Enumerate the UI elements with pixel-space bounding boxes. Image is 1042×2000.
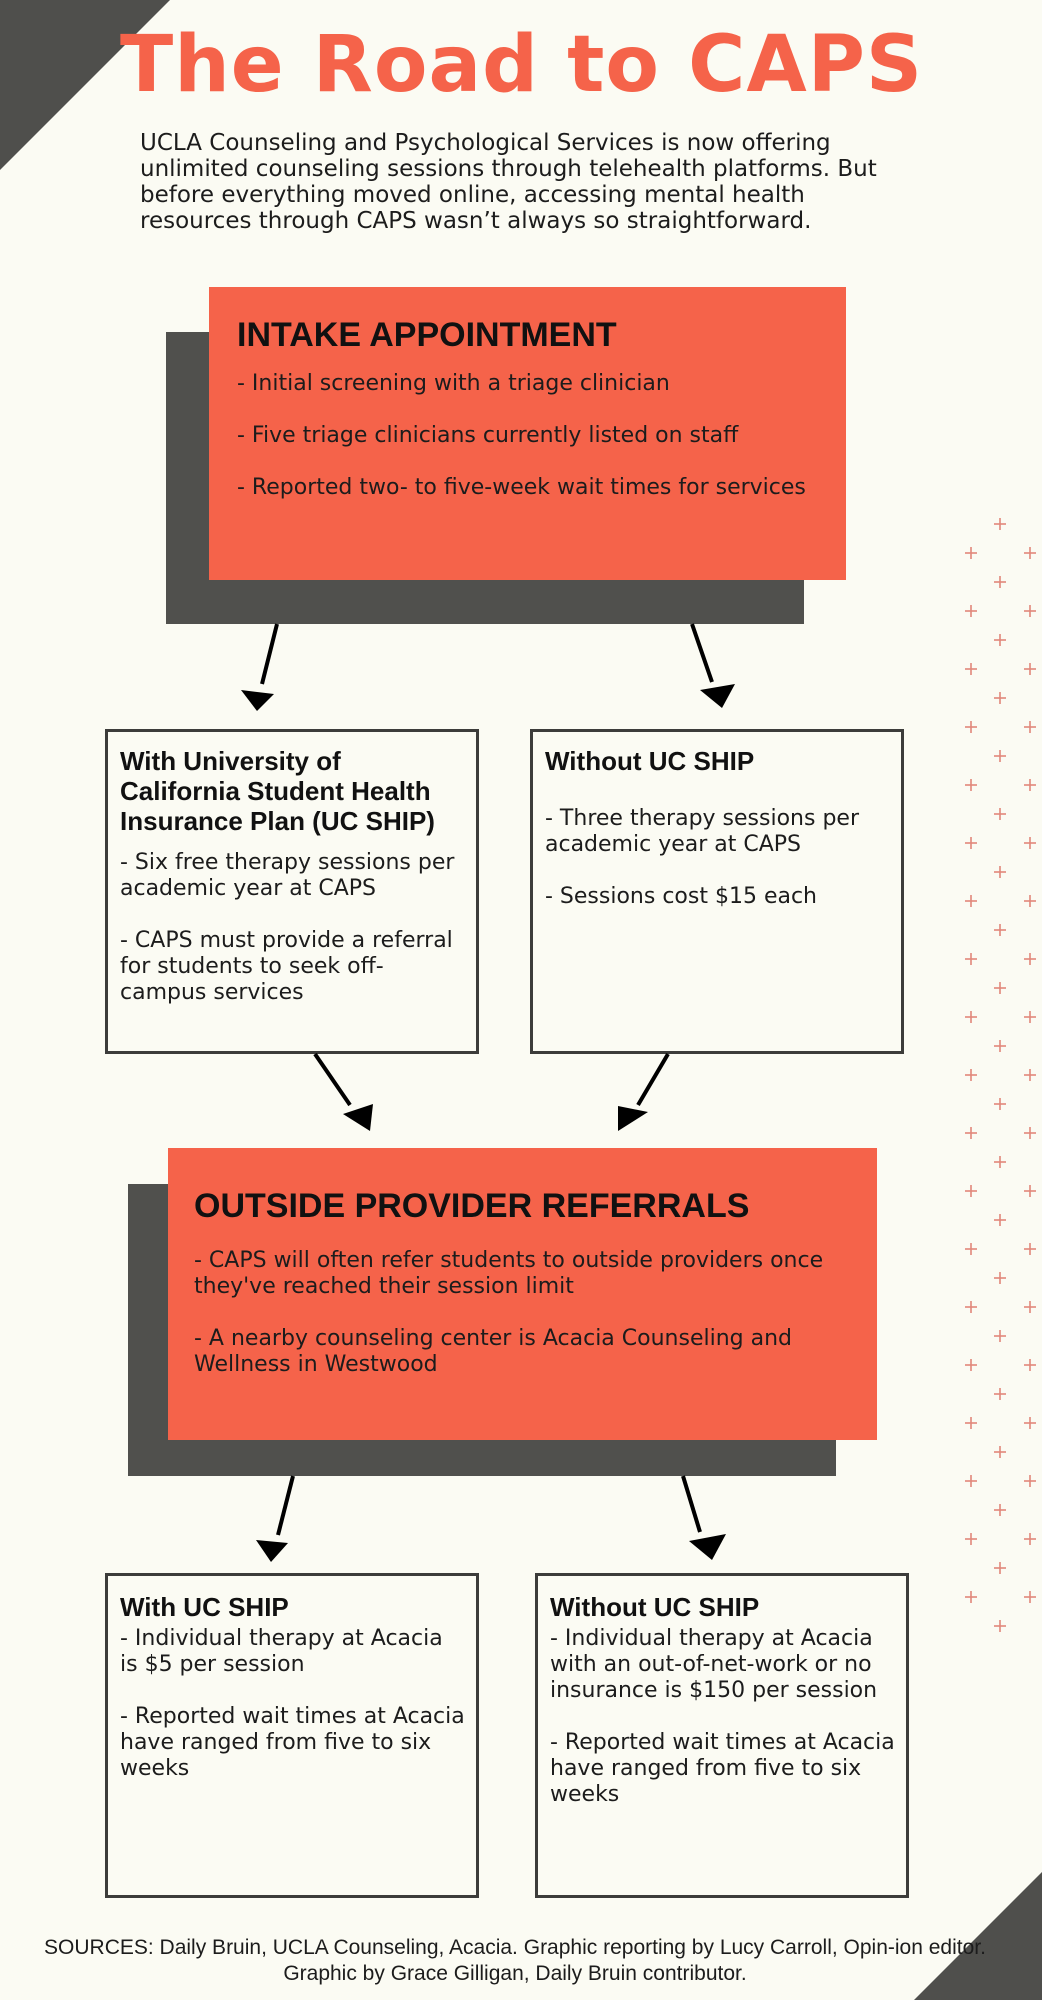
sources-credit: SOURCES: Daily Bruin, UCLA Counseling, A… <box>44 1936 986 1985</box>
with-ship-heading: With University of California Student He… <box>120 746 435 836</box>
plus-mark <box>1024 1417 1036 1429</box>
plus-mark <box>1024 721 1036 733</box>
plus-mark <box>994 1388 1006 1400</box>
plus-mark <box>994 1214 1006 1226</box>
plus-mark <box>965 663 977 675</box>
with-ship-item-1: - Six free therapy sessions per academic… <box>120 850 455 901</box>
plus-mark <box>1024 1359 1036 1371</box>
plus-mark <box>994 576 1006 588</box>
plus-mark <box>965 779 977 791</box>
acacia-without-ship-item-1: - Individual therapy at Acacia with an o… <box>550 1626 878 1703</box>
plus-mark <box>994 866 1006 878</box>
plus-mark <box>1024 1591 1036 1603</box>
plus-mark <box>1024 1069 1036 1081</box>
plus-mark <box>965 953 977 965</box>
arrow-referrals-to-acacia-with-ship <box>256 1475 295 1562</box>
plus-mark <box>1024 1185 1036 1197</box>
plus-mark <box>994 750 1006 762</box>
arrow-with-ship-to-referrals <box>313 1052 373 1131</box>
plus-mark <box>994 1446 1006 1458</box>
plus-mark <box>1024 1243 1036 1255</box>
acacia-without-ship-box: Without UC SHIP - Individual therapy at … <box>535 1573 909 1898</box>
referrals-item-2: - A nearby counseling center is Acacia C… <box>194 1326 793 1377</box>
intake-heading: INTAKE APPOINTMENT <box>237 316 617 354</box>
arrow-intake-to-with-ship <box>241 623 279 711</box>
plus-mark <box>965 547 977 559</box>
plus-mark <box>1024 1127 1036 1139</box>
plus-mark <box>965 1301 977 1313</box>
plus-mark <box>965 721 977 733</box>
plus-mark <box>994 808 1006 820</box>
plus-mark <box>1024 663 1036 675</box>
plus-mark <box>1024 605 1036 617</box>
plus-mark <box>965 1127 977 1139</box>
plus-mark <box>965 1185 977 1197</box>
plus-mark <box>994 1504 1006 1516</box>
plus-mark <box>994 1040 1006 1052</box>
plus-mark <box>965 895 977 907</box>
plus-mark <box>1024 547 1036 559</box>
plus-mark <box>965 1475 977 1487</box>
acacia-with-ship-item-2: - Reported wait times at Acacia have ran… <box>120 1704 465 1781</box>
corner-decoration-top-left <box>0 0 170 170</box>
plus-mark <box>1024 779 1036 791</box>
page-title: The Road to CAPS <box>120 20 924 110</box>
with-ship-item-2: - CAPS must provide a referral for stude… <box>120 928 453 1005</box>
plus-mark <box>994 1272 1006 1284</box>
without-ship-box: Without UC SHIP - Three therapy sessions… <box>530 729 904 1054</box>
acacia-with-ship-item-1: - Individual therapy at Acacia is $5 per… <box>120 1626 443 1677</box>
plus-mark <box>1024 895 1036 907</box>
intake-item-2: - Five triage clinicians currently liste… <box>237 423 739 448</box>
referrals-item-1: - CAPS will often refer students to outs… <box>194 1248 824 1299</box>
without-ship-item-2: - Sessions cost $15 each <box>545 884 818 909</box>
plus-mark <box>965 837 977 849</box>
plus-sign-pattern <box>965 518 1036 1632</box>
without-ship-item-1: - Three therapy sessions per academic ye… <box>545 806 859 857</box>
corner-decoration-bottom-right <box>914 1872 1042 2000</box>
plus-mark <box>1024 1533 1036 1545</box>
plus-mark <box>965 1591 977 1603</box>
intake-item-1: - Initial screening with a triage clinic… <box>237 371 670 396</box>
intake-box: INTAKE APPOINTMENT - Initial screening w… <box>209 287 846 580</box>
plus-mark <box>965 1533 977 1545</box>
plus-mark <box>1024 1301 1036 1313</box>
plus-mark <box>994 1098 1006 1110</box>
referrals-box: OUTSIDE PROVIDER REFERRALS - CAPS will o… <box>168 1148 877 1440</box>
plus-mark <box>965 1069 977 1081</box>
plus-mark <box>994 692 1006 704</box>
acacia-with-ship-box: With UC SHIP - Individual therapy at Aca… <box>105 1573 479 1898</box>
arrow-intake-to-without-ship <box>690 623 735 708</box>
plus-mark <box>994 1620 1006 1632</box>
intake-item-3: - Reported two- to five-week wait times … <box>237 475 806 500</box>
acacia-without-ship-heading: Without UC SHIP <box>550 1592 760 1622</box>
plus-mark <box>994 518 1006 530</box>
with-ship-box: With University of California Student He… <box>105 729 479 1054</box>
plus-mark <box>1024 837 1036 849</box>
plus-mark <box>994 634 1006 646</box>
plus-mark <box>1024 1011 1036 1023</box>
acacia-without-ship-item-2: - Reported wait times at Acacia have ran… <box>550 1730 895 1807</box>
plus-mark <box>1024 1475 1036 1487</box>
plus-mark <box>994 924 1006 936</box>
acacia-with-ship-heading: With UC SHIP <box>120 1592 289 1622</box>
plus-mark <box>994 982 1006 994</box>
plus-mark <box>994 1156 1006 1168</box>
without-ship-heading: Without UC SHIP <box>545 746 755 776</box>
plus-mark <box>994 1562 1006 1574</box>
intro-text: UCLA Counseling and Psychological Servic… <box>140 130 877 234</box>
plus-mark <box>965 605 977 617</box>
arrow-referrals-to-acacia-without-ship <box>681 1475 726 1560</box>
plus-mark <box>965 1243 977 1255</box>
plus-mark <box>965 1359 977 1371</box>
plus-mark <box>994 1330 1006 1342</box>
referrals-heading: OUTSIDE PROVIDER REFERRALS <box>194 1187 750 1225</box>
plus-mark <box>1024 953 1036 965</box>
arrow-without-ship-to-referrals <box>618 1052 670 1131</box>
plus-mark <box>965 1011 977 1023</box>
plus-mark <box>965 1417 977 1429</box>
